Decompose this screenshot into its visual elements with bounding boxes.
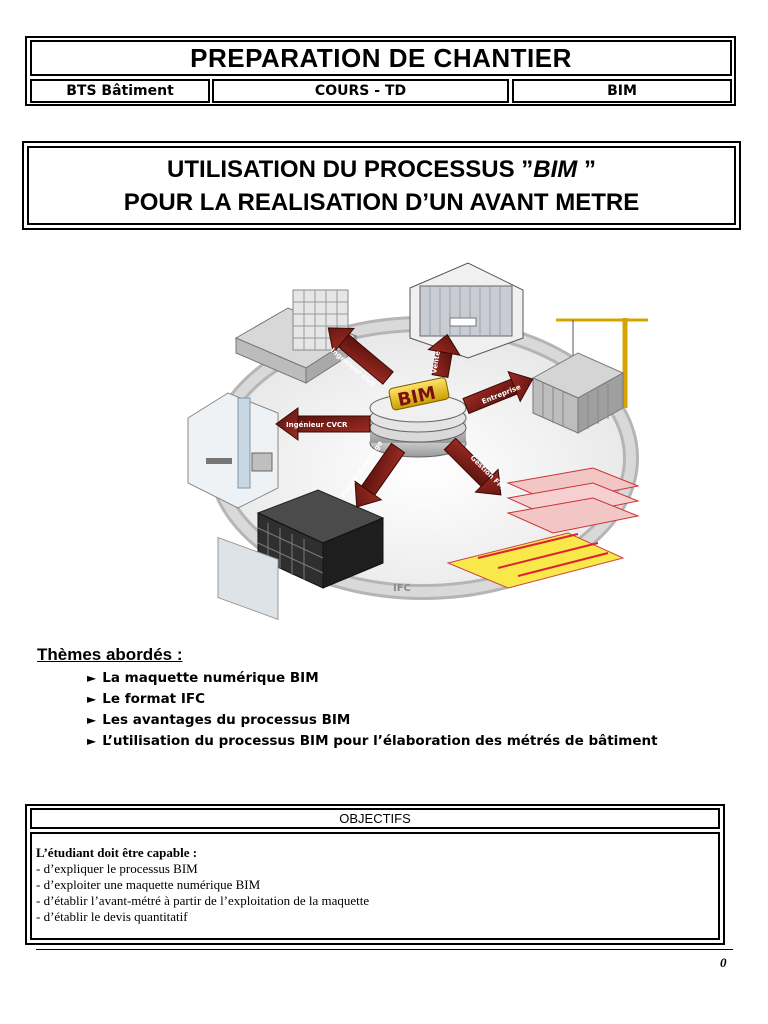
header-cell-type: COURS - TD <box>212 79 509 103</box>
arrow-maitre-ouvrage <box>354 442 406 508</box>
theme-text: Le format IFC <box>102 691 205 707</box>
list-item: ► L’utilisation du processus BIM pour l’é… <box>87 731 658 752</box>
bullet-arrow-icon: ► <box>87 671 97 685</box>
arrow-entreprise <box>462 370 534 415</box>
owner-building-icon <box>217 489 385 621</box>
themes-list: ► La maquette numérique BIM ► Le format IF… <box>87 668 658 752</box>
bim-process-illustration: IFC <box>178 258 658 621</box>
theme-text: La maquette numérique BIM <box>102 670 319 686</box>
arrow-gestion-fm <box>443 437 502 496</box>
list-item: ► Les avantages du processus BIM <box>87 710 658 731</box>
theme-text: L’utilisation du processus BIM pour l’él… <box>102 733 658 749</box>
theme-text: Les avantages du processus BIM <box>102 712 351 728</box>
facility-management-plans-icon <box>446 467 640 589</box>
title-frame <box>22 141 741 230</box>
objective-item: - d’expliquer le processus BIM <box>36 861 198 876</box>
objectives-body: L’étudiant doit être capable : - d’expli… <box>30 832 720 940</box>
list-item: ► La maquette numérique BIM <box>87 668 658 689</box>
objectives-lead: L’étudiant doit être capable : <box>36 845 198 860</box>
document-header-title: PREPARATION DE CHANTIER <box>30 40 732 76</box>
bullet-arrow-icon: ► <box>87 692 97 706</box>
header-cell-subject: BIM <box>512 79 732 103</box>
themes-heading: Thèmes abordés : <box>37 645 183 664</box>
facade-drawing-icon <box>409 262 524 359</box>
arrow-vente <box>427 333 461 378</box>
arrow-ingenieur-cvcr <box>275 407 371 441</box>
main-title-line1: UTILISATION DU PROCESSUS ”BIM ” <box>167 153 596 186</box>
arrow-ingenieur-civil <box>327 327 394 385</box>
arrow-label-vente: Vente <box>430 350 442 374</box>
main-title-line2: POUR LA REALISATION D’UN AVANT METRE <box>123 188 640 216</box>
objective-item: - d’établir le devis quantitatif <box>36 909 188 924</box>
header-cell-level: BTS Bâtiment <box>30 79 210 103</box>
bullet-arrow-icon: ► <box>87 734 97 748</box>
footer-divider <box>36 949 733 950</box>
page-number: 0 <box>720 955 727 970</box>
hvac-interior-icon <box>187 392 279 509</box>
ring-ifc-text: IFC <box>393 583 411 594</box>
main-title-line1-suffix: ” <box>577 155 596 183</box>
bim-database-icon: BIM <box>369 377 467 458</box>
main-title-bim: BIM <box>533 155 578 183</box>
objectives-title: OBJECTIFS <box>30 808 720 829</box>
arrow-label-ingenieur-cvcr: Ingénieur CVCR <box>286 421 348 429</box>
bullet-arrow-icon: ► <box>87 713 97 727</box>
objective-item: - d’établir l’avant-métré à partir de l’… <box>36 893 370 908</box>
construction-crane-icon <box>531 318 648 434</box>
header-frame <box>25 36 736 106</box>
list-item: ► Le format IFC <box>87 689 658 710</box>
main-title-line1-prefix: UTILISATION DU PROCESSUS ” <box>167 155 534 183</box>
main-title: UTILISATION DU PROCESSUS ”BIM ” POUR LA … <box>27 146 736 225</box>
objectives-frame <box>25 804 725 945</box>
objective-item: - d’exploiter une maquette numérique BIM <box>36 877 261 892</box>
